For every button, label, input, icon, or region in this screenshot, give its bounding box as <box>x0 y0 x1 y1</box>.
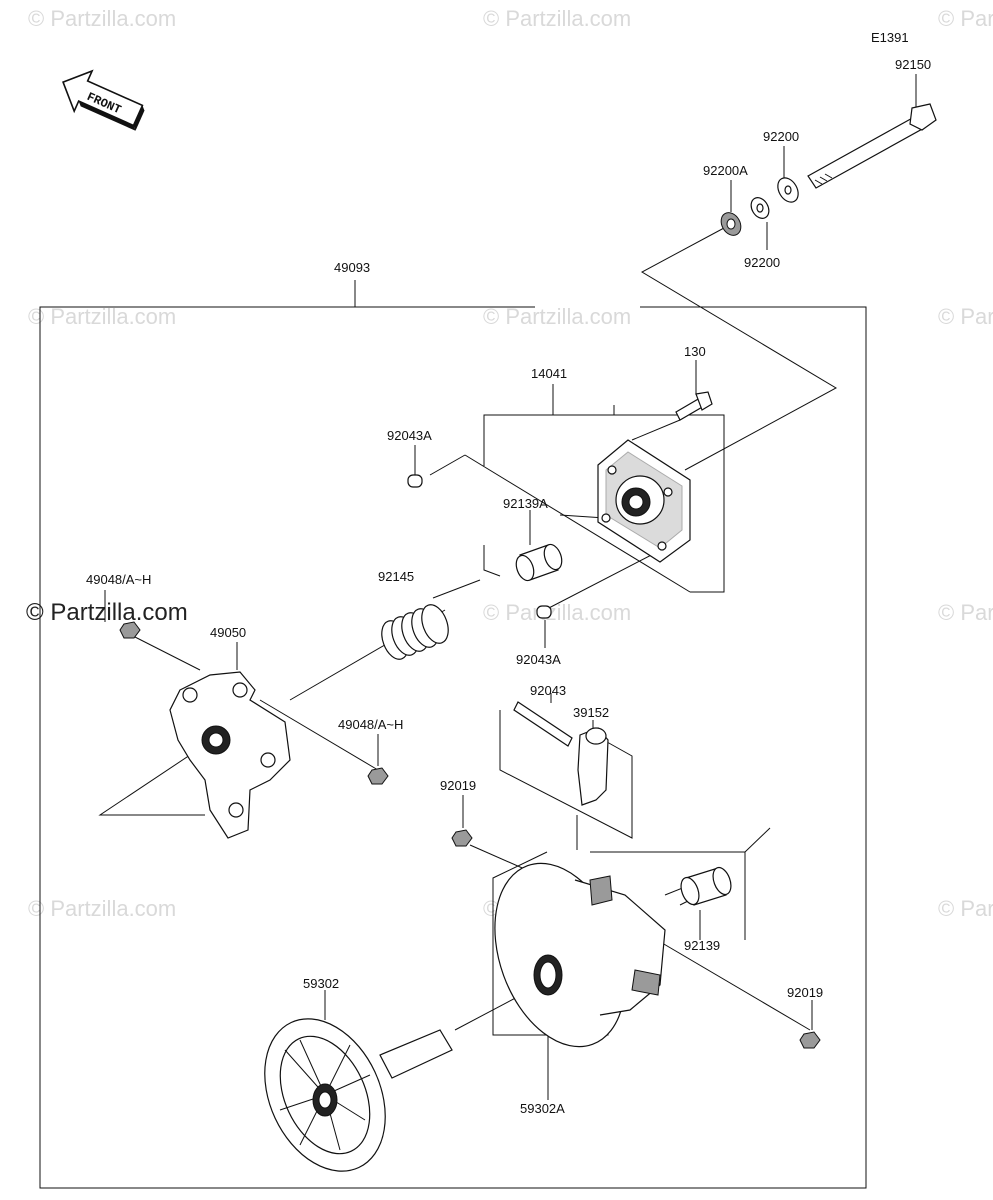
bearing-housing-14041 <box>597 439 691 563</box>
watermark-text: © Partzilla.com <box>28 304 176 329</box>
label-49048-left: 49048/A~H <box>86 572 151 587</box>
spider-49050 <box>169 671 291 839</box>
label-130: 130 <box>684 344 706 359</box>
label-92200-top: 92200 <box>763 129 799 144</box>
watermark-layer: © Partzilla.com © Partzilla.com © Partzi… <box>28 6 993 921</box>
nut-49048-right <box>367 767 389 785</box>
watermark-text: © Partzilla.com <box>938 896 993 921</box>
watermark-text: © Partzilla.com <box>938 6 993 31</box>
diagram-code: E1391 <box>871 30 909 45</box>
label-92139: 92139 <box>684 938 720 953</box>
label-92145: 92145 <box>378 569 414 584</box>
watermark-main: © Partzilla.com <box>26 599 188 626</box>
sheave-59302A <box>494 862 666 1048</box>
watermark-text: © Partzilla.com <box>28 896 176 921</box>
label-92043A-top: 92043A <box>387 428 432 443</box>
label-92019-right: 92019 <box>787 985 823 1000</box>
bushing-92139 <box>680 866 732 906</box>
pin-92043A-bottom <box>536 605 552 619</box>
washer-92200-top <box>777 177 799 203</box>
bushing-92139A <box>515 543 563 582</box>
watermark-text: © Partzilla.com <box>938 304 993 329</box>
bolt-92150 <box>807 103 937 189</box>
fixed-sheave-59302 <box>264 1018 453 1172</box>
label-92150: 92150 <box>895 57 931 72</box>
pin-92043A-top <box>407 474 423 488</box>
label-49050: 49050 <box>210 625 246 640</box>
washer-92200A <box>720 212 742 236</box>
nut-92019-left <box>451 829 473 847</box>
label-59302A: 59302A <box>520 1101 565 1116</box>
label-92043: 92043 <box>530 683 566 698</box>
label-49093: 49093 <box>334 260 370 275</box>
nut-49048-left <box>119 621 141 639</box>
label-14041: 14041 <box>531 366 567 381</box>
label-92139A: 92139A <box>503 496 548 511</box>
label-49048-right: 49048/A~H <box>338 717 403 732</box>
label-59302: 59302 <box>303 976 339 991</box>
label-92043A-bottom: 92043A <box>516 652 561 667</box>
nut-92019-right <box>799 1031 821 1049</box>
front-arrow-icon: FRONT <box>62 69 145 131</box>
bolt-130 <box>675 391 713 421</box>
label-39152: 39152 <box>573 705 609 720</box>
watermark-text: © Partzilla.com <box>483 6 631 31</box>
label-92019-left: 92019 <box>440 778 476 793</box>
watermark-text: © Partzilla.com <box>938 600 993 625</box>
label-92200A: 92200A <box>703 163 748 178</box>
watermark-text: © Partzilla.com <box>483 304 631 329</box>
watermark-text: © Partzilla.com <box>28 6 176 31</box>
label-92200-bottom: 92200 <box>744 255 780 270</box>
roller-39152 <box>577 727 609 806</box>
pin-92043 <box>513 701 573 747</box>
washer-92200-bottom <box>750 197 770 219</box>
assembly-bracket-49093 <box>39 280 867 1189</box>
spring-92145 <box>381 604 449 660</box>
